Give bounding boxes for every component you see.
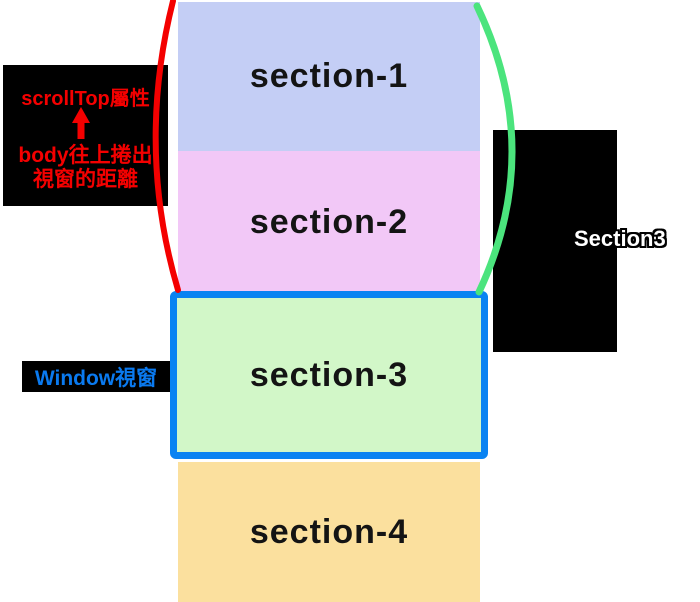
scrolltop-callout-box: scrollTop屬性 body往上捲出 視窗的距離	[3, 65, 168, 206]
section3-offset-label: Section3	[574, 226, 666, 251]
section-4-block: section-4	[178, 462, 480, 602]
scrolltop-description-line1: body往上捲出	[18, 144, 153, 167]
scrolltop-property-text: scrollTop屬性	[21, 88, 150, 110]
window-viewport-label: Window視窗	[22, 361, 170, 392]
section-2-label: section-2	[249, 202, 409, 241]
up-arrow-shape	[72, 107, 90, 139]
section-4-label: section-4	[249, 512, 409, 551]
section-1-label: section-1	[249, 57, 409, 95]
up-arrow-icon	[72, 107, 90, 139]
window-viewport-label-text: Window視窗	[34, 366, 158, 390]
section-2-block: section-2	[178, 151, 480, 293]
window-viewport-box: section-3	[170, 291, 488, 459]
scrolltop-description-line2: 視窗的距離	[33, 168, 138, 191]
section-3-label: section-3	[249, 355, 409, 394]
section-1-block: section-1	[178, 2, 480, 151]
